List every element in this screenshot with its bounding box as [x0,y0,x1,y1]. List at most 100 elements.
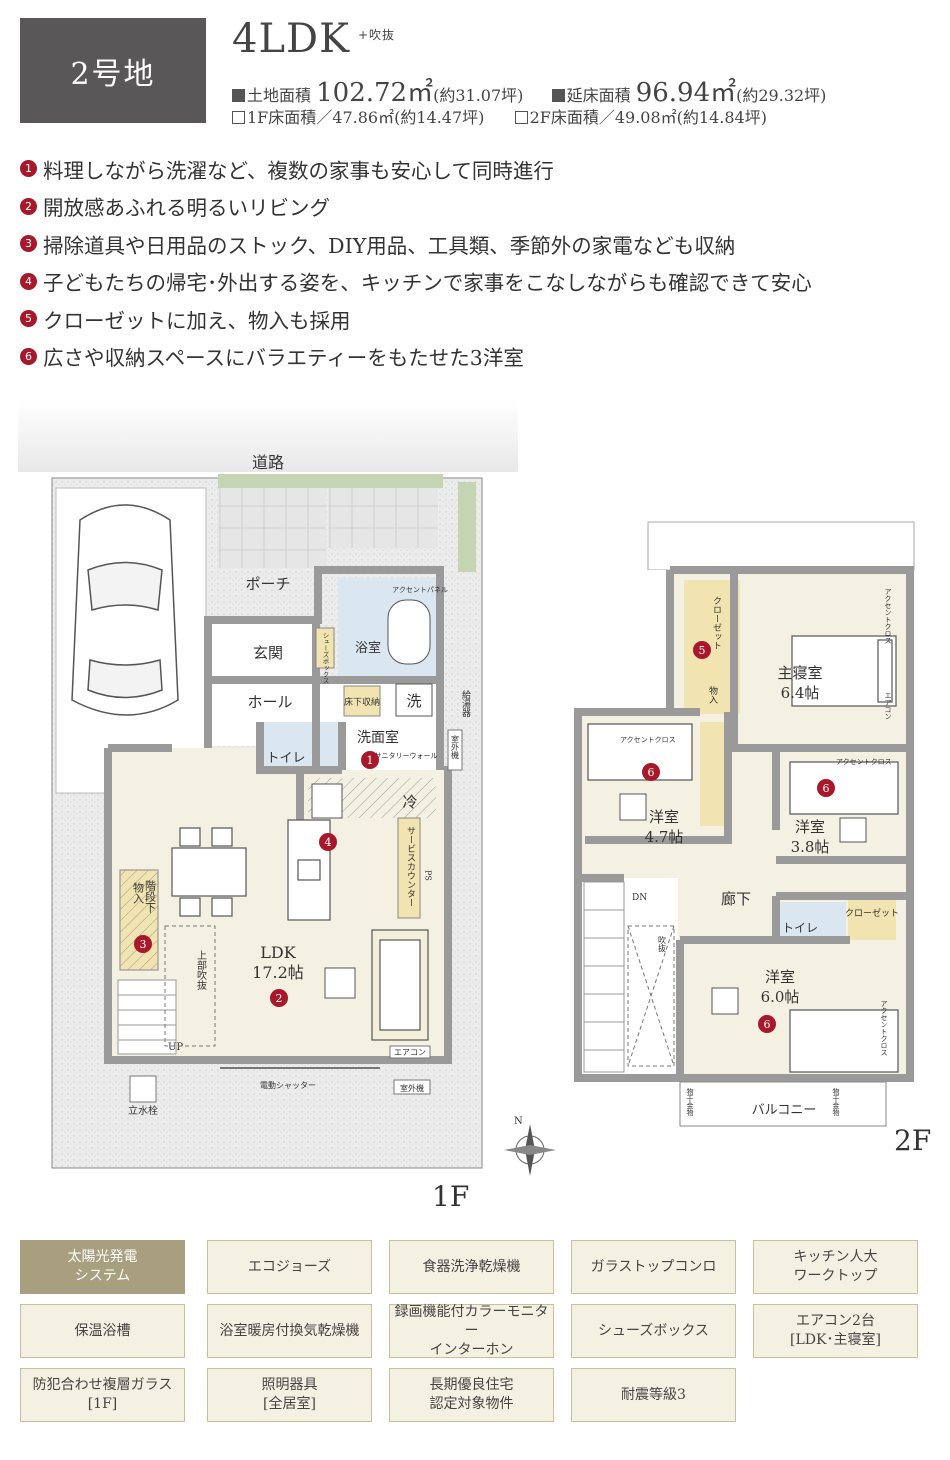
planter [458,482,476,572]
room-c-label: 洋室 [765,968,795,986]
svg-text:4: 4 [325,836,332,849]
feature-item: 6 広さや収納スペースにバラエティーをもたせた3洋室 [20,338,812,376]
room-b-size: 3.8帖 [791,838,830,856]
storage-2f-label: 物入 [707,685,718,704]
atrium-2f-label: 吹抜 [658,935,667,953]
bath-label: 浴室 [355,640,381,656]
staircase [117,979,177,1055]
ps-label: PS [424,870,433,881]
floor2-plan: 吹抜 DN クローゼット 物入 主寝室 6.4帖 アクセントクロス エアコン ア… [574,521,915,1127]
faucet-icon [129,1075,157,1103]
shoebox-label: シューズボックス [321,632,329,684]
desk-room-a [619,793,647,821]
equipment-item: 食器洗浄乾燥機 [389,1240,554,1294]
area-sub-row: 1F床面積／47.86㎡(約14.47坪) 2F床面積／49.08㎡(約14.8… [232,104,767,128]
svg-text:6: 6 [648,766,655,779]
underfloor-storage [343,685,381,717]
number-marker-icon: 4 [20,272,37,290]
closet2-2f [848,900,896,940]
service-counter [397,817,421,919]
faucet-label: 立水栓 [128,1104,158,1117]
floor1-area: 1F床面積／47.86㎡(約14.47坪) [247,108,485,127]
marker-6c: 6 [758,1015,776,1033]
filled-square-icon [551,89,565,102]
bed-master [791,635,897,707]
balcony-label: バルコニー [752,1103,817,1118]
floor1-label: 1F [432,1180,470,1213]
floor-area-tsubo: (約29.32坪) [736,86,827,105]
outdoor-unit-2 [393,1079,431,1095]
closet2-label: クローゼット [845,907,899,919]
master-size: 6.4帖 [781,684,820,702]
room-a-label: 洋室 [649,808,679,826]
kitchen-counter [287,819,331,921]
feature-text: 掃除道具や日用品のストック、DIY用品、工具類、季節外の家電なども収納 [43,233,736,258]
aircon-2f-label: エアコン [884,692,892,720]
feature-item: 5 クローゼットに加え、物入も採用 [20,300,812,338]
closet-label: クローゼット [711,596,722,650]
marker-2: 2 [270,989,288,1007]
room-c-size: 6.0帖 [761,988,800,1006]
atrium-2f [627,925,675,1067]
outline-square-icon [232,111,245,124]
room-a-size: 4.7帖 [645,828,684,846]
road-label: 道路 [252,453,284,472]
svg-text:6: 6 [764,1018,771,1031]
bed-room-b [789,761,899,815]
feature-text: 料理しながら洗濯など、複数の家事も安心して同時進行 [43,158,554,183]
lot-number-badge: 2号地 [20,18,206,123]
desk-room-c [711,987,739,1015]
ldk-label: LDK [260,943,296,962]
svg-text:3: 3 [140,938,147,951]
fridge-label: 冷 [402,793,417,811]
marker-3: 3 [134,935,152,953]
number-marker-icon: 6 [20,347,37,365]
equipment-item: 耐震等級3 [571,1368,736,1422]
storage-label-1f: 物入 [132,881,145,904]
feature-text: 広さや収納スペースにバラエティーをもたせた3洋室 [43,346,524,371]
shutter-label: 電動シャッター [260,1081,316,1090]
toilet-floor [264,722,342,770]
roof-outline [647,521,915,571]
number-marker-icon: 5 [20,310,37,328]
bed-room-c [789,1009,899,1073]
equipment-item: エアコン2台 [LDK･主寝室] [753,1304,918,1358]
service-counter-label: サービスカウンター [405,826,416,907]
svg-text:5: 5 [699,644,706,657]
underfloor-label: 床下収納 [344,696,380,708]
washer-label: 洗 [406,692,421,710]
room-b-label: 洋室 [795,818,825,836]
washroom-label: 洗面室 [357,729,399,746]
outdoor-unit2-label: 室外機 [400,1083,424,1093]
svg-text:6: 6 [823,782,830,795]
equipment-item: シューズボックス [571,1304,736,1358]
marker-5: 5 [693,641,711,659]
svg-text:1: 1 [367,754,374,767]
marker-6a: 6 [642,763,660,781]
accent-cross-b-label: アクセントクロス [836,758,892,766]
desk-room-b [839,817,867,843]
floor-area-label: 延床面積 [566,86,631,105]
floor1-walls [104,566,452,1064]
balcony [679,1081,887,1127]
area-main-row: 土地面積 102.72㎡(約31.07坪) 延床面積 96.94㎡(約29.32… [232,72,826,109]
equipment-item: 長期優良住宅 認定対象物件 [389,1368,554,1422]
equipment-item: 浴室暖房付換気乾燥機 [207,1304,372,1358]
drying-hardware-left: 物干金物 [686,1087,694,1117]
porch-label: ポーチ [245,575,290,593]
corridor-label: 廊下 [721,890,751,908]
number-marker-icon: 2 [20,197,37,215]
feature-text: クローゼットに加え、物入も採用 [43,308,351,333]
equipment-item: 太陽光発電 システム [20,1240,185,1294]
coffee-table [324,967,356,999]
land-area-tsubo: (約31.07坪) [433,86,524,105]
floor2-area: 2F床面積／49.08㎡(約14.84坪) [529,108,767,127]
shoebox [315,627,335,669]
atrium-above-label: 上部吹抜 [195,950,207,991]
water-heater-label: 給湯器 [460,689,471,717]
